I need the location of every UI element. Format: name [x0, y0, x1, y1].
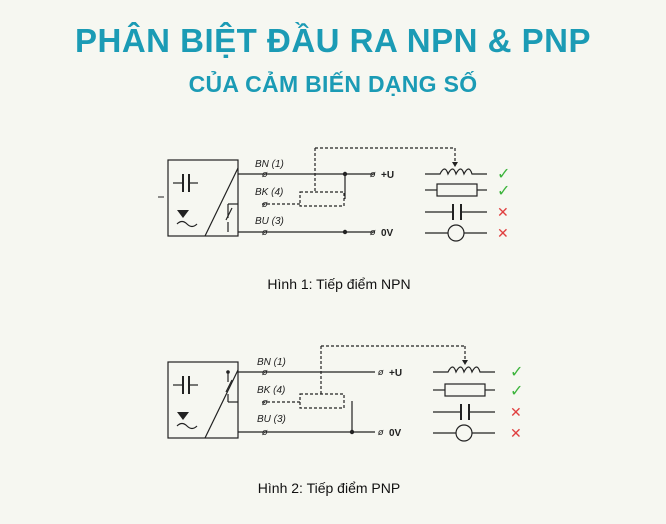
figure-1-caption: Hình 1: Tiếp điểm NPN — [267, 276, 411, 292]
pnp-diagram: BN (1) BK (4) BU (3) ø ø ø ø ø +U 0V ✓ ✓… — [167, 345, 523, 442]
terminal-symbol: ø — [261, 398, 268, 408]
npn-diagram: BN (1) BK (4) BU (3) ø ø ø ø ø +U 0V ✓ ✓… — [158, 147, 510, 242]
check-icon: ✓ — [510, 381, 523, 400]
sensor-box — [167, 159, 239, 237]
terminal-symbol: ø — [261, 170, 268, 180]
cross-icon: ✕ — [497, 226, 509, 242]
load-inductor — [433, 366, 495, 374]
load-resistor — [436, 183, 478, 197]
cross-icon: ✕ — [510, 426, 522, 442]
terminal-plus-label: +U — [381, 170, 394, 181]
load-lamp — [455, 424, 473, 442]
wire-bu-label: BU (3) — [257, 414, 286, 425]
wire-bk-label: BK (4) — [257, 385, 285, 396]
subtitle: CỦA CẢM BIẾN DẠNG SỐ — [188, 71, 478, 97]
terminal-symbol: ø — [377, 368, 384, 378]
terminal-plus-label: +U — [389, 368, 402, 379]
cross-icon: ✕ — [497, 205, 509, 221]
wire-bn-label: BN (1) — [257, 357, 286, 368]
wire-bn-label: BN (1) — [255, 159, 284, 170]
figure-2-caption: Hình 2: Tiếp điểm PNP — [257, 480, 401, 496]
load-resistor — [444, 383, 486, 397]
wire-bu-label: BU (3) — [255, 216, 284, 227]
main-title: PHÂN BIỆT ĐẦU RA NPN & PNP — [75, 22, 591, 59]
terminal-zero-label: 0V — [381, 228, 394, 239]
sensor-diagonal — [204, 167, 239, 237]
sensor-box — [167, 361, 239, 439]
cross-icon: ✕ — [510, 405, 522, 421]
sensor-triangle-icon — [177, 412, 189, 420]
terminal-symbol: ø — [261, 200, 268, 210]
check-icon: ✓ — [497, 181, 510, 200]
terminal-zero-label: 0V — [389, 428, 402, 439]
load-inductor — [425, 168, 487, 176]
terminal-symbol: ø — [261, 368, 268, 378]
check-icon: ✓ — [510, 362, 523, 381]
check-icon: ✓ — [497, 164, 510, 183]
terminal-symbol: ø — [261, 228, 268, 238]
sensor-triangle-icon — [177, 210, 189, 218]
wire-bk-label: BK (4) — [255, 187, 283, 198]
terminal-symbol: ø — [369, 228, 376, 238]
terminal-symbol: ø — [261, 428, 268, 438]
terminal-symbol: ø — [377, 428, 384, 438]
load-lamp — [447, 224, 465, 242]
sensor-diagonal — [204, 369, 239, 439]
terminal-symbol: ø — [369, 170, 376, 180]
